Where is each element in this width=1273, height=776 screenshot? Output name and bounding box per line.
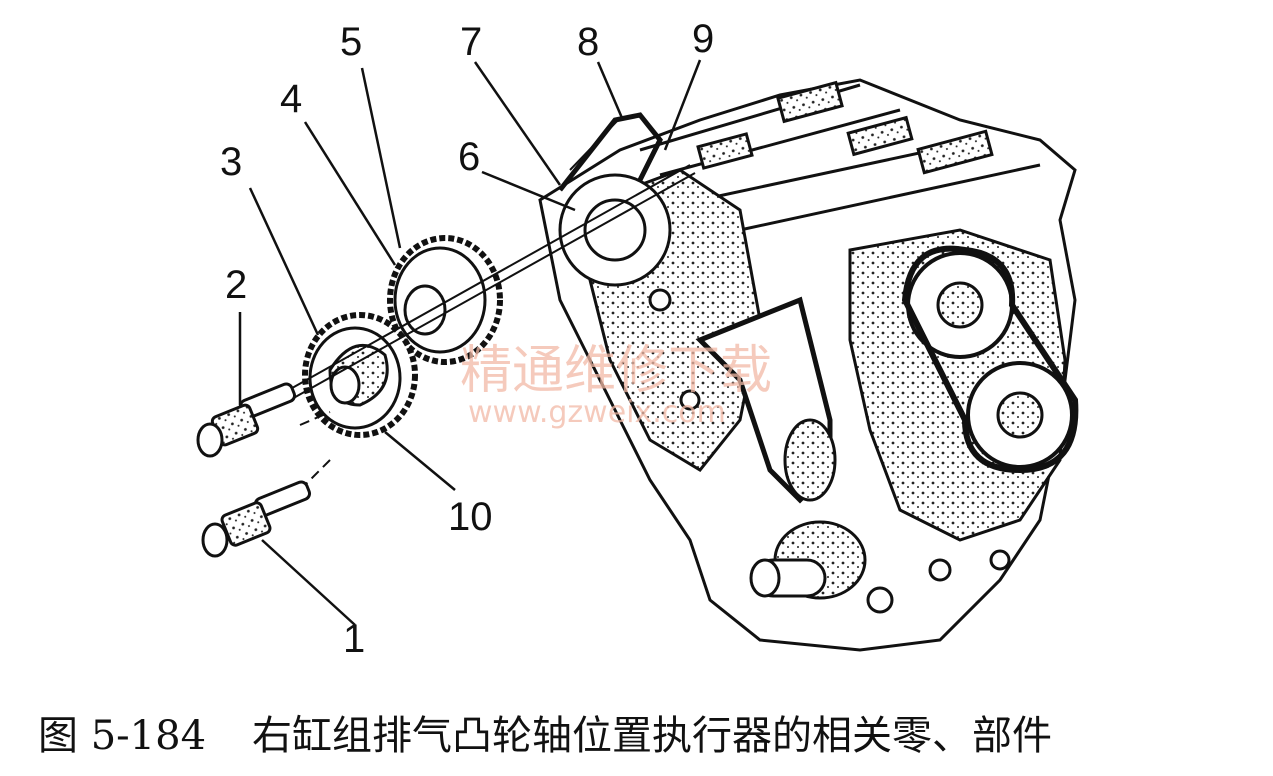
figure-number: 图 5-184 <box>38 713 207 759</box>
actuator-bolt-lower <box>201 480 312 558</box>
actuator-bolt-upper <box>196 382 297 458</box>
callout-7: 7 <box>460 20 482 64</box>
callout-5: 5 <box>340 20 362 64</box>
figure-caption: 图 5-184 右缸组排气凸轮轴位置执行器的相关零、部件 <box>38 703 1052 763</box>
watermark-url: www.gzweix.com <box>468 395 726 430</box>
assembly-axis-line <box>284 164 696 491</box>
figure-title: 右缸组排气凸轮轴位置执行器的相关零、部件 <box>252 713 1053 759</box>
callout-1: 1 <box>343 617 365 661</box>
callout-9: 9 <box>692 17 714 61</box>
callout-10: 10 <box>448 495 493 539</box>
callout-4: 4 <box>280 77 302 121</box>
callout-3: 3 <box>220 140 242 184</box>
callout-2: 2 <box>225 263 247 307</box>
camshaft-sprocket-rear <box>387 235 503 365</box>
left-timing-chain <box>558 112 663 192</box>
watermark-text: 精通维修下载 <box>460 341 772 401</box>
engine-block <box>538 78 1079 652</box>
leader-lines <box>238 59 702 626</box>
callout-8: 8 <box>577 20 599 64</box>
engine-exploded-diagram: 1 2 3 4 5 6 7 8 9 10 精通维修下载 www.gzweix.c… <box>196 17 1079 661</box>
camshaft-position-actuator <box>302 312 418 438</box>
callout-6: 6 <box>458 135 480 179</box>
